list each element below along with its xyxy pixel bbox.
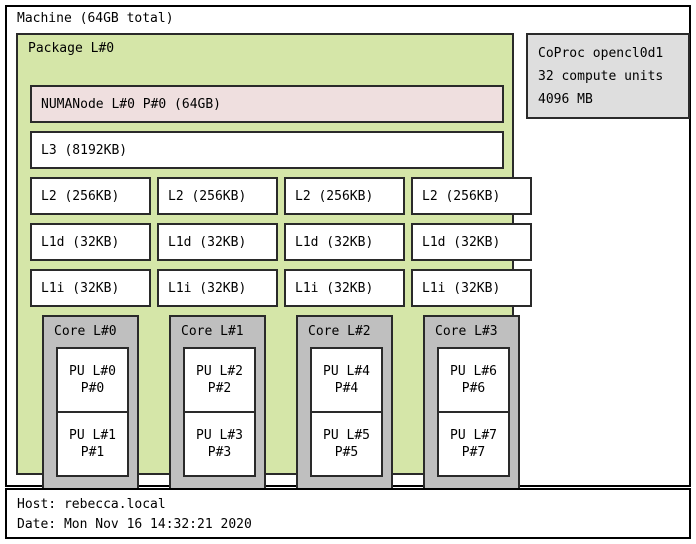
pu-box: PU L#7 P#7 — [437, 411, 510, 477]
l1i-cache-box: L1i (32KB) — [411, 269, 532, 307]
machine-title: Machine (64GB total) — [17, 11, 174, 26]
pu-physical-label: P#2 — [207, 381, 232, 396]
coproc-name: CoProc opencl0d1 — [538, 46, 664, 61]
l1i-cache-label: L1i (32KB) — [422, 280, 501, 296]
pu-box: PU L#3 P#3 — [183, 411, 256, 477]
l1i-cache-box: L1i (32KB) — [284, 269, 405, 307]
l2-cache-label: L2 (256KB) — [41, 188, 120, 204]
core-box: Core L#0 PU L#0 P#0 PU L#1 P#1 — [42, 315, 139, 500]
coproc-box: CoProc opencl0d1 32 compute units 4096 M… — [526, 33, 690, 119]
l2-cache-box: L2 (256KB) — [284, 177, 405, 215]
pu-box: PU L#6 P#6 — [437, 347, 510, 413]
l2-cache-box: L2 (256KB) — [30, 177, 151, 215]
l2-cache-box: L2 (256KB) — [411, 177, 532, 215]
l3-cache-label: L3 (8192KB) — [41, 142, 128, 158]
core-box: Core L#2 PU L#4 P#4 PU L#5 P#5 — [296, 315, 393, 500]
pu-logical-label: PU L#5 — [323, 428, 370, 443]
pu-physical-label: P#7 — [461, 445, 486, 460]
pu-physical-label: P#5 — [334, 445, 359, 460]
l1i-cache-label: L1i (32KB) — [168, 280, 247, 296]
l1d-cache-box: L1d (32KB) — [30, 223, 151, 261]
pu-physical-label: P#6 — [461, 381, 486, 396]
l1d-cache-label: L1d (32KB) — [168, 234, 247, 250]
pu-physical-label: P#1 — [80, 445, 105, 460]
package-box: Package L#0 NUMANode L#0 P#0 (64GB) L3 (… — [16, 33, 532, 500]
core-title: Core L#2 — [308, 324, 371, 339]
core-title: Core L#0 — [54, 324, 117, 339]
pu-box: PU L#5 P#5 — [310, 411, 383, 477]
l1i-cache-box: L1i (32KB) — [30, 269, 151, 307]
l1d-cache-box: L1d (32KB) — [157, 223, 278, 261]
numanode-box: NUMANode L#0 P#0 (64GB) — [30, 85, 504, 123]
pu-box: PU L#0 P#0 — [56, 347, 129, 413]
l1d-cache-label: L1d (32KB) — [41, 234, 120, 250]
pu-logical-label: PU L#2 — [196, 364, 243, 379]
coproc-compute-units: 32 compute units — [538, 69, 664, 84]
pu-box: PU L#1 P#1 — [56, 411, 129, 477]
pu-stack: PU L#2 P#2 PU L#3 P#3 — [183, 347, 256, 477]
pu-stack: PU L#0 P#0 PU L#1 P#1 — [56, 347, 129, 477]
l1d-cache-box: L1d (32KB) — [411, 223, 532, 261]
l2-cache-box: L2 (256KB) — [157, 177, 278, 215]
l1d-cache-label: L1d (32KB) — [295, 234, 374, 250]
pu-stack: PU L#4 P#4 PU L#5 P#5 — [310, 347, 383, 477]
l1i-cache-label: L1i (32KB) — [41, 280, 120, 296]
l1i-cache-box: L1i (32KB) — [157, 269, 278, 307]
l2-cache-label: L2 (256KB) — [422, 188, 501, 204]
footer-date: Date: Mon Nov 16 14:32:21 2020 — [17, 517, 252, 532]
pu-physical-label: P#3 — [207, 445, 232, 460]
l2-cache-label: L2 (256KB) — [168, 188, 247, 204]
pu-logical-label: PU L#6 — [450, 364, 497, 379]
core-title: Core L#1 — [181, 324, 244, 339]
package-title: Package L#0 — [28, 41, 115, 56]
l1d-cache-box: L1d (32KB) — [284, 223, 405, 261]
coproc-memory: 4096 MB — [538, 92, 593, 107]
core-box: Core L#1 PU L#2 P#2 PU L#3 P#3 — [169, 315, 266, 500]
footer-box: Host: rebecca.local Date: Mon Nov 16 14:… — [5, 488, 691, 539]
l1i-cache-label: L1i (32KB) — [295, 280, 374, 296]
pu-box: PU L#4 P#4 — [310, 347, 383, 413]
pu-logical-label: PU L#1 — [69, 428, 116, 443]
pu-logical-label: PU L#7 — [450, 428, 497, 443]
pu-box: PU L#2 P#2 — [183, 347, 256, 413]
pu-logical-label: PU L#3 — [196, 428, 243, 443]
pu-logical-label: PU L#0 — [69, 364, 116, 379]
pu-physical-label: P#0 — [80, 381, 105, 396]
footer-host: Host: rebecca.local — [17, 497, 166, 512]
l1d-cache-label: L1d (32KB) — [422, 234, 501, 250]
machine-box: Machine (64GB total) Package L#0 NUMANod… — [5, 5, 691, 500]
core-title: Core L#3 — [435, 324, 498, 339]
l2-cache-label: L2 (256KB) — [295, 188, 374, 204]
pu-logical-label: PU L#4 — [323, 364, 370, 379]
numanode-label: NUMANode L#0 P#0 (64GB) — [41, 96, 222, 112]
pu-physical-label: P#4 — [334, 381, 359, 396]
core-box: Core L#3 PU L#6 P#6 PU L#7 P#7 — [423, 315, 520, 500]
pu-stack: PU L#6 P#6 PU L#7 P#7 — [437, 347, 510, 477]
l3-cache-box: L3 (8192KB) — [30, 131, 504, 169]
